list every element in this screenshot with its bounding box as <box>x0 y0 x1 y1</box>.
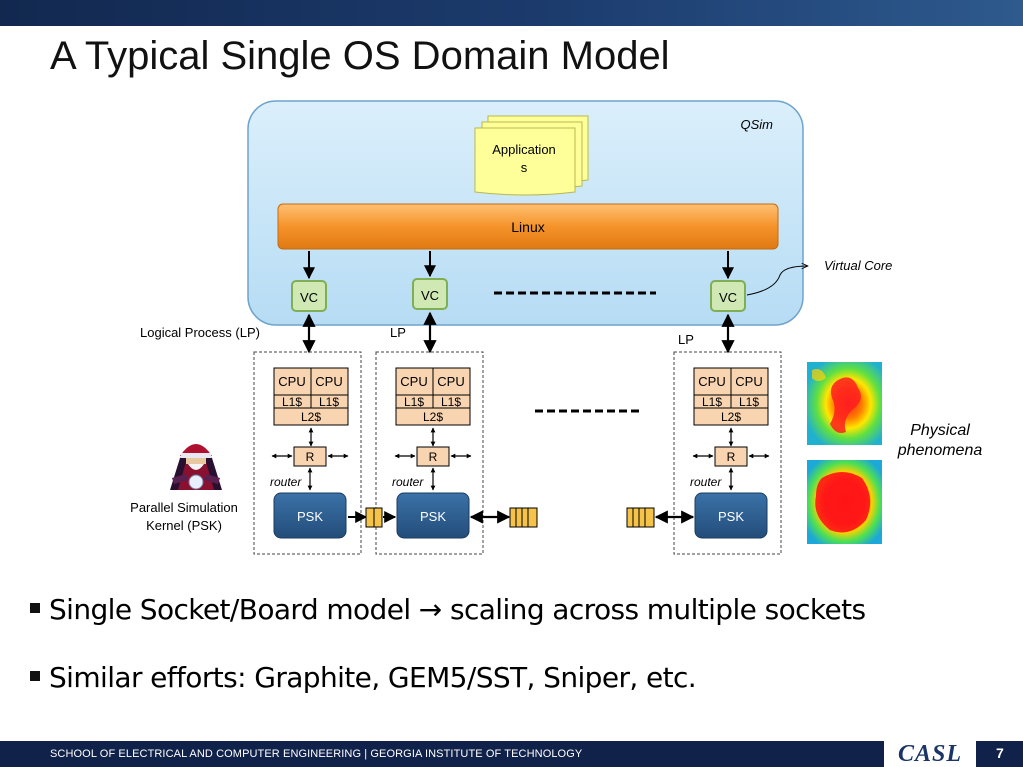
psk-label: PSK <box>718 509 744 524</box>
top-banner <box>0 0 1023 26</box>
bullet-marker <box>30 603 40 613</box>
psk-label: PSK <box>297 509 323 524</box>
cpu-label: CPU <box>735 374 762 389</box>
l2-label: L2$ <box>721 410 741 424</box>
bullet-item: Similar efforts: Graphite, GEM5/SST, Sni… <box>30 661 697 694</box>
lp-column-2: CPU CPU L1$ L1$ L2$ R router PSK <box>375 351 484 555</box>
linux-label: Linux <box>511 219 544 235</box>
virtual-core-label: Virtual Core <box>824 258 892 273</box>
psk-caption-line2: Kernel (PSK) <box>146 518 222 533</box>
l1-label: L1$ <box>319 395 339 409</box>
applications-label-line2: s <box>521 160 528 175</box>
psk-caption-line1: Parallel Simulation <box>130 500 238 515</box>
linux-bar <box>277 203 779 250</box>
vc-label: VC <box>719 290 737 305</box>
vc-box-1: VC <box>291 280 327 312</box>
casl-logo: CASL <box>884 741 976 767</box>
physical-phenomena-line1: Physical <box>910 422 970 439</box>
l2-label: L2$ <box>301 410 321 424</box>
vc-label: VC <box>421 288 439 303</box>
router-box-label: R <box>429 450 438 464</box>
bullet-marker <box>30 671 40 681</box>
l1-label: L1$ <box>404 395 424 409</box>
cpu-label: CPU <box>315 374 342 389</box>
slide-title: A Typical Single OS Domain Model <box>50 34 670 78</box>
psk-label: PSK <box>420 509 446 524</box>
page-number: 7 <box>996 745 1004 761</box>
vc-box-2: VC <box>412 278 448 310</box>
router-box-label: R <box>306 450 315 464</box>
qsim-label: QSim <box>741 117 774 132</box>
lp-column-1: CPU CPU L1$ L1$ L2$ R router PSK <box>253 351 362 555</box>
message-queue-1 <box>365 507 383 528</box>
router-label: router <box>392 475 424 489</box>
heatmap-image-1 <box>807 362 882 445</box>
cpu-label: CPU <box>437 374 464 389</box>
footer-text: SCHOOL OF ELECTRICAL AND COMPUTER ENGINE… <box>50 748 583 760</box>
l2-label: L2$ <box>423 410 443 424</box>
l1-label: L1$ <box>739 395 759 409</box>
lp-column-3: CPU CPU L1$ L1$ L2$ R router PSK <box>673 351 782 555</box>
router-label: router <box>270 475 302 489</box>
l1-label: L1$ <box>282 395 302 409</box>
lp-label-2: LP <box>390 325 406 340</box>
bullet-item: Single Socket/Board model → scaling acro… <box>30 593 866 626</box>
router-label: router <box>690 475 722 489</box>
architecture-diagram: QSim Application s Linux VC VC VC Virtua… <box>130 100 983 555</box>
cpu-label: CPU <box>400 374 427 389</box>
heatmap-image-2 <box>807 460 882 544</box>
l1-label: L1$ <box>441 395 461 409</box>
bullet-text: Similar efforts: Graphite, GEM5/SST, Sni… <box>49 661 697 694</box>
cpu-label: CPU <box>278 374 305 389</box>
message-queue-2 <box>509 507 538 528</box>
lp-label-3: LP <box>678 332 694 347</box>
footer-bar: SCHOOL OF ELECTRICAL AND COMPUTER ENGINE… <box>0 741 1023 767</box>
applications-icon: Application s <box>474 115 589 196</box>
logical-process-label: Logical Process (LP) <box>140 325 260 340</box>
router-box-label: R <box>727 450 736 464</box>
vc-label: VC <box>300 290 318 305</box>
cpu-label: CPU <box>698 374 725 389</box>
l1-label: L1$ <box>702 395 722 409</box>
applications-label-line1: Application <box>492 142 556 157</box>
physical-phenomena-line2: phenomena <box>897 442 983 459</box>
vc-box-3: VC <box>710 280 746 312</box>
bullet-text: Single Socket/Board model → scaling acro… <box>49 593 866 626</box>
wizard-icon <box>170 444 222 490</box>
message-queue-3 <box>626 507 655 528</box>
